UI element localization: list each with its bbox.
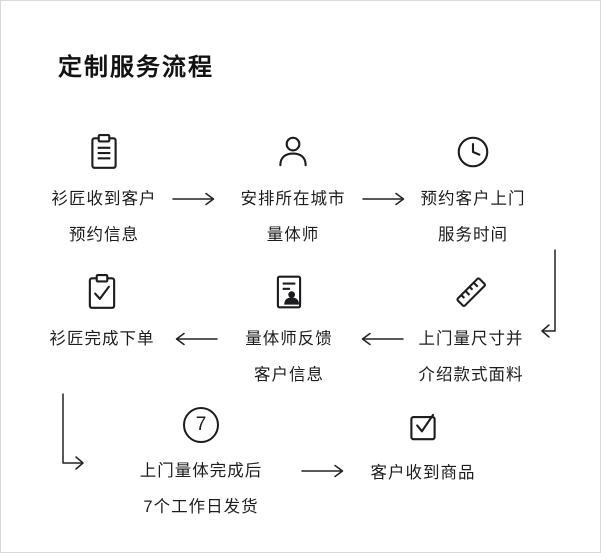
arrow-down-left-icon — [535, 249, 565, 339]
page-title: 定制服务流程 — [58, 54, 214, 81]
step-2-node: 安排所在城市 量体师 — [230, 133, 356, 253]
person-icon — [279, 136, 307, 167]
step-1-text-line-2: 预约信息 — [69, 226, 139, 244]
step-8-node: 客户收到商品 — [353, 407, 493, 491]
circled-number-icon: 7 — [183, 407, 219, 443]
step-5-text-line-1: 量体师反馈 — [245, 330, 333, 348]
ruler-icon — [456, 277, 486, 307]
step-5-text-line-2: 客户信息 — [254, 366, 324, 384]
step-3-node: 预约客户上门 服务时间 — [410, 133, 536, 253]
clock-icon — [457, 136, 489, 168]
arrow-left-icon — [174, 332, 218, 346]
step-8-text-line-1: 客户收到商品 — [370, 464, 476, 482]
step-5-node: 量体师反馈 客户信息 — [226, 273, 352, 393]
clipboard-list-icon — [91, 134, 117, 169]
clipboard-check-icon — [88, 274, 116, 309]
arrow-down-right-icon — [49, 393, 91, 473]
box-check-icon — [410, 413, 436, 441]
step-4-text-line-2: 介绍款式面料 — [418, 366, 524, 384]
arrow-right-icon — [172, 192, 216, 206]
circled-number: 7 — [195, 414, 207, 435]
step-6-node: 衫匠完成下单 — [36, 273, 168, 357]
step-6-text-line-1: 衫匠完成下单 — [49, 330, 155, 348]
step-7-node: 7 上门量体完成后 7个工作日发货 — [135, 407, 267, 525]
step-7-text-line-2: 7个工作日发货 — [143, 498, 259, 516]
step-1-text-line-1: 衫匠收到客户 — [51, 190, 157, 208]
step-1-node: 衫匠收到客户 预约信息 — [41, 133, 167, 253]
step-2-text-line-1: 安排所在城市 — [240, 190, 346, 208]
step-3-text-line-2: 服务时间 — [438, 226, 508, 244]
step-3-text-line-1: 预约客户上门 — [420, 190, 526, 208]
step-7-text-line-1: 上门量体完成后 — [139, 462, 263, 480]
document-person-icon — [276, 275, 302, 309]
step-4-node: 上门量尺寸并 介绍款式面料 — [404, 273, 538, 393]
arrow-left-icon — [360, 332, 404, 346]
arrow-right-icon — [301, 464, 345, 478]
step-4-text-line-1: 上门量尺寸并 — [418, 330, 524, 348]
arrow-right-icon — [362, 192, 406, 206]
step-2-text-line-2: 量体师 — [266, 226, 320, 244]
